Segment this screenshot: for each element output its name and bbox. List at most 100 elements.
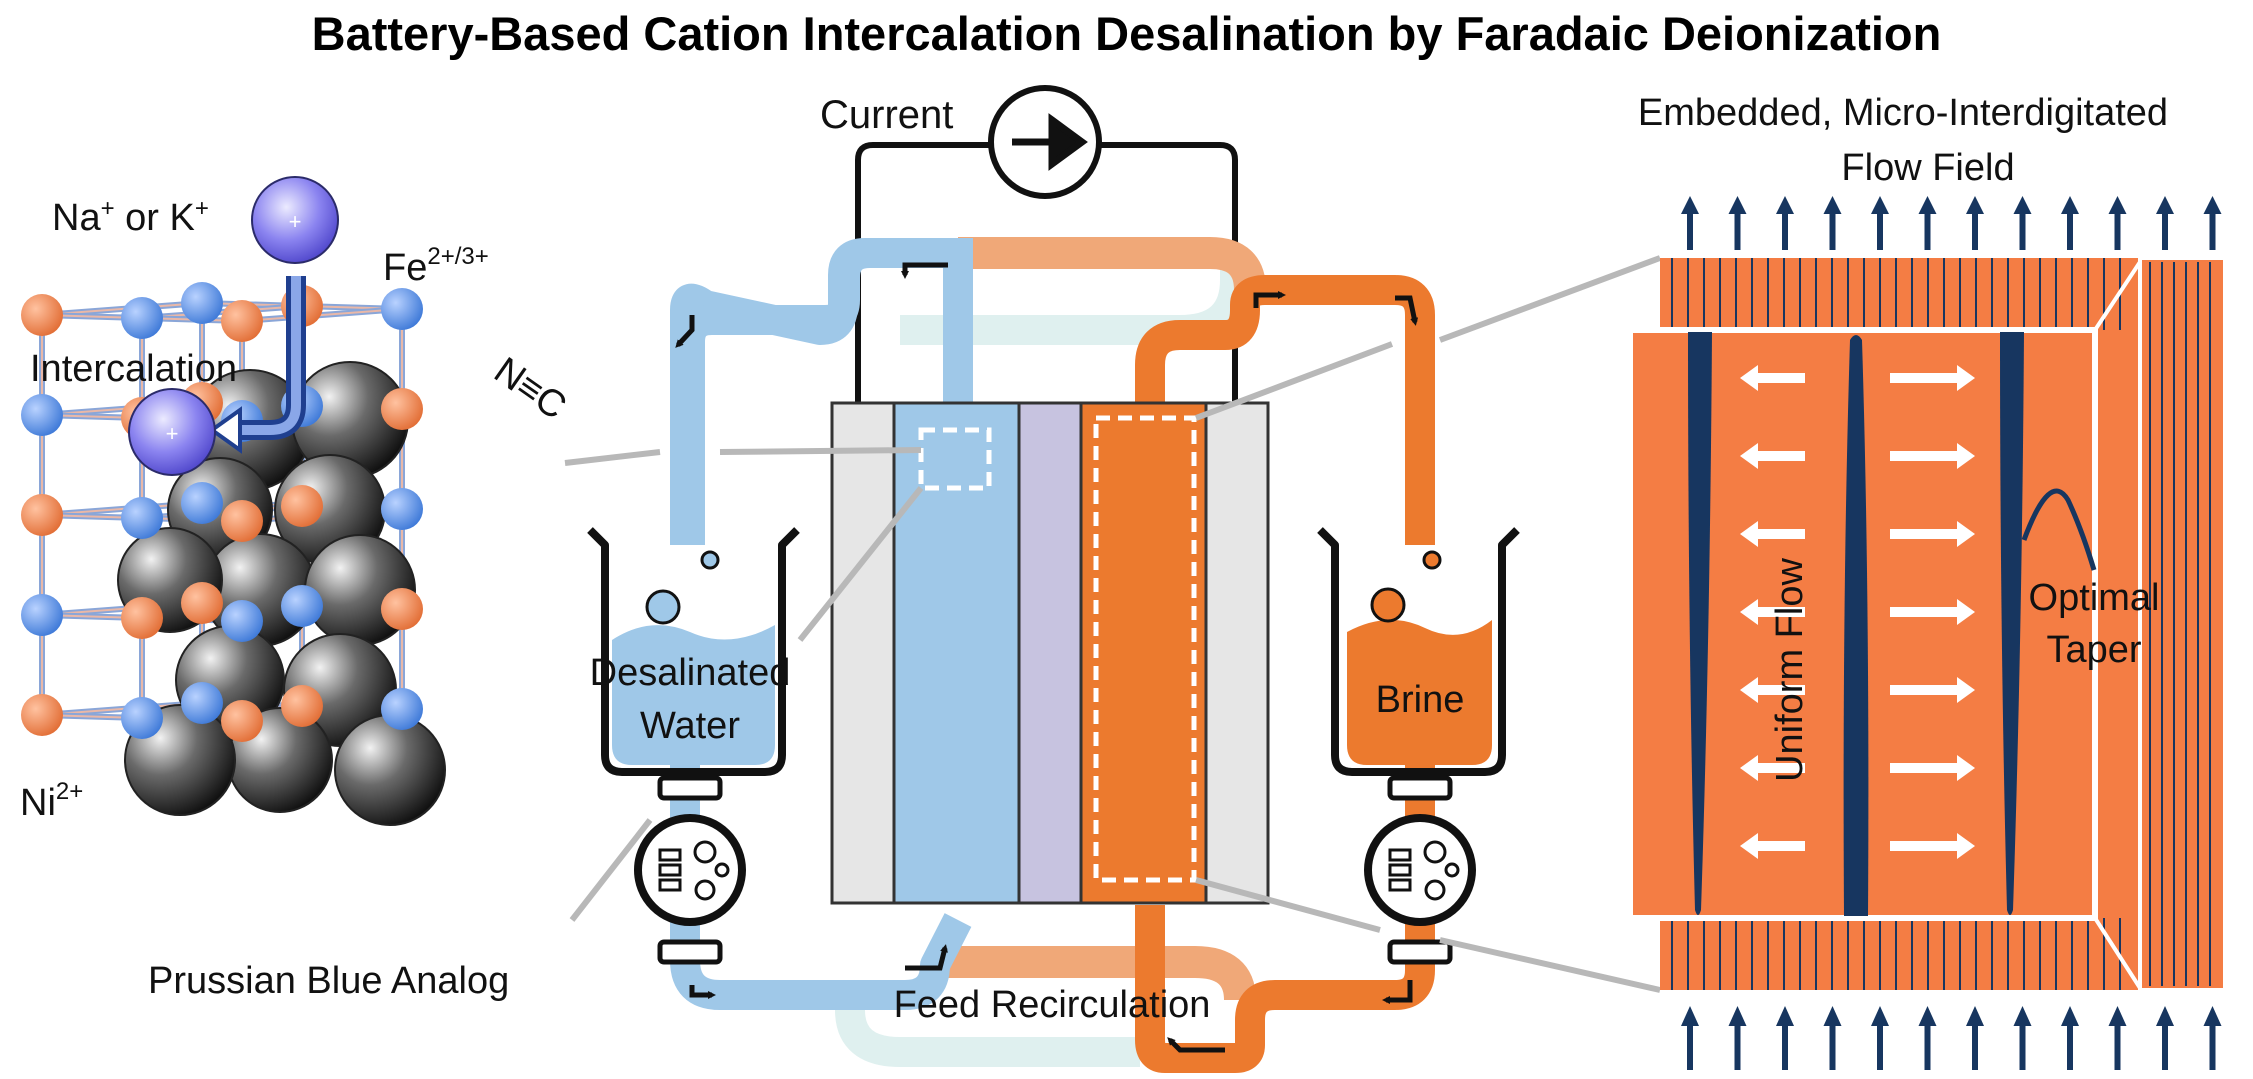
flow-field-side-bevel xyxy=(2093,260,2142,990)
intercalation-arrowhead xyxy=(208,406,242,454)
outlet-arrow-head xyxy=(1681,196,1699,214)
inlet-arrow-head xyxy=(1871,1006,1889,1026)
figure-title: Battery-Based Cation Intercalation Desal… xyxy=(311,7,1942,60)
flow-arrow-head xyxy=(1740,755,1758,781)
fresh-bubble-small xyxy=(700,550,720,570)
interstitial-site-sphere xyxy=(334,714,446,826)
nickel-node xyxy=(281,685,323,727)
channel-taper-left xyxy=(1688,332,1712,915)
iron-node xyxy=(121,297,163,339)
fresh-lower-return-loop xyxy=(835,990,1140,1067)
iron-node xyxy=(21,594,63,636)
channel-taper-right xyxy=(2000,332,2024,915)
uniform-flow-arrows xyxy=(1740,365,1975,859)
brine-flow-meter-icon xyxy=(1364,775,1476,965)
flow-arrow-head xyxy=(1957,365,1975,391)
brine-label: Brine xyxy=(1376,679,1465,721)
flow-arrow-head xyxy=(1740,365,1758,391)
iron-node xyxy=(181,482,223,524)
current-direction-arrow-icon xyxy=(1012,113,1088,171)
outlet-arrow-head xyxy=(1728,196,1747,214)
iron-node xyxy=(121,497,163,539)
connector-brine-bottom xyxy=(1195,877,1381,933)
iron-node xyxy=(381,288,423,330)
brine-beaker-water xyxy=(1347,619,1492,765)
flow-arrow-icon-4 xyxy=(1395,295,1419,326)
fresh-electrode-channel xyxy=(892,401,1021,905)
flow-arrow-head xyxy=(1740,599,1758,625)
lattice-bond-highlight xyxy=(241,308,403,322)
flow-arrow-icon-3 xyxy=(1253,291,1286,308)
nickel-label: Ni2+ xyxy=(20,778,83,824)
brine-upper-crossover xyxy=(958,237,1266,291)
outlet-arrow-head xyxy=(1823,196,1842,214)
brine-beaker: Brine xyxy=(1317,527,1520,776)
connector-flowfield-bottom xyxy=(1439,937,1661,993)
iron-label: Fe2+/3+ xyxy=(383,243,489,289)
outlet-arrow-head xyxy=(1918,196,1937,214)
outlet-arrow-head xyxy=(1871,196,1889,214)
flow-arrow-icon-1 xyxy=(901,262,948,279)
connector-fresh-zoom xyxy=(719,447,922,455)
nickel-node xyxy=(221,500,263,542)
outlet-arrow-head xyxy=(2203,196,2222,214)
nickel-node xyxy=(381,588,423,630)
flow-arrow-head xyxy=(1957,443,1975,469)
current-collector-left xyxy=(830,401,896,905)
flow-field-title-line2: Flow Field xyxy=(1841,147,2014,189)
inlet-arrow-head xyxy=(1823,1006,1842,1026)
desalinated-water-beaker: Desalinated Water xyxy=(587,527,800,776)
inlet-arrow-head xyxy=(1776,1006,1794,1026)
iron-node xyxy=(181,682,223,724)
flow-field-side-panel xyxy=(2138,256,2227,992)
flow-arrow-head xyxy=(1957,599,1975,625)
flow-arrow-head xyxy=(1957,755,1975,781)
inlet-arrow-head xyxy=(2061,1006,2079,1026)
optimal-taper-line1: Optimal xyxy=(2029,577,2160,619)
flow-field-stripes xyxy=(1671,258,2211,990)
fresh-water-loop-upper xyxy=(675,238,973,545)
inlet-arrow-head xyxy=(1918,1006,1937,1026)
optimal-taper-line2: Taper xyxy=(2046,629,2141,671)
flow-field-panel: Embedded, Micro-Interdigitated Flow Fiel… xyxy=(1438,92,2227,1070)
inlet-arrow-head xyxy=(1681,1006,1699,1026)
connector-brine-top xyxy=(1194,341,1394,421)
flow-arrow-icon-2 xyxy=(675,315,695,348)
flow-arrow-head xyxy=(1740,443,1758,469)
nickel-node xyxy=(21,294,63,336)
brine-bubble-small xyxy=(1422,550,1442,570)
flow-arrow-head xyxy=(1957,677,1975,703)
intercalated-ion-plus: + xyxy=(166,421,179,446)
inlet-arrow-head xyxy=(2108,1006,2127,1026)
inlet-arrow-head xyxy=(2013,1006,2032,1026)
connector-line-crystal-bottom xyxy=(569,818,653,922)
flow-arrow-head xyxy=(1957,833,1975,859)
fresh-bubble-large xyxy=(645,589,681,625)
fresh-beaker-outline xyxy=(587,527,800,776)
flow-arrow-head xyxy=(1740,677,1758,703)
prussian-blue-caption: Prussian Blue Analog xyxy=(148,960,509,1002)
flow-arrow-head xyxy=(1740,521,1758,547)
fresh-zoom-box xyxy=(918,427,992,491)
nickel-node xyxy=(281,485,323,527)
iron-node xyxy=(381,488,423,530)
outlet-arrow-head xyxy=(2156,196,2174,214)
brine-zoom-box xyxy=(1093,415,1197,883)
iron-node xyxy=(21,394,63,436)
flow-arrow-head xyxy=(1957,521,1975,547)
outlet-arrow-head xyxy=(1776,196,1794,214)
flow-arrow-head xyxy=(1740,833,1758,859)
ion-exchange-membrane xyxy=(1017,401,1083,905)
cation-label: Na+ or K+ xyxy=(52,195,209,239)
current-collector-right xyxy=(1204,401,1270,905)
cation-ion-intercalated xyxy=(128,388,216,476)
intercalation-label: Intercalation xyxy=(30,348,237,390)
outlet-arrow-head xyxy=(2061,196,2079,214)
inlet-arrow-head xyxy=(1728,1006,1747,1026)
iron-node xyxy=(121,697,163,739)
inlet-outlet-arrows xyxy=(1681,196,2222,1070)
channel-taper-center xyxy=(1843,335,1869,916)
current-label: Current xyxy=(820,93,953,137)
brine-bubble-large xyxy=(1370,587,1406,623)
